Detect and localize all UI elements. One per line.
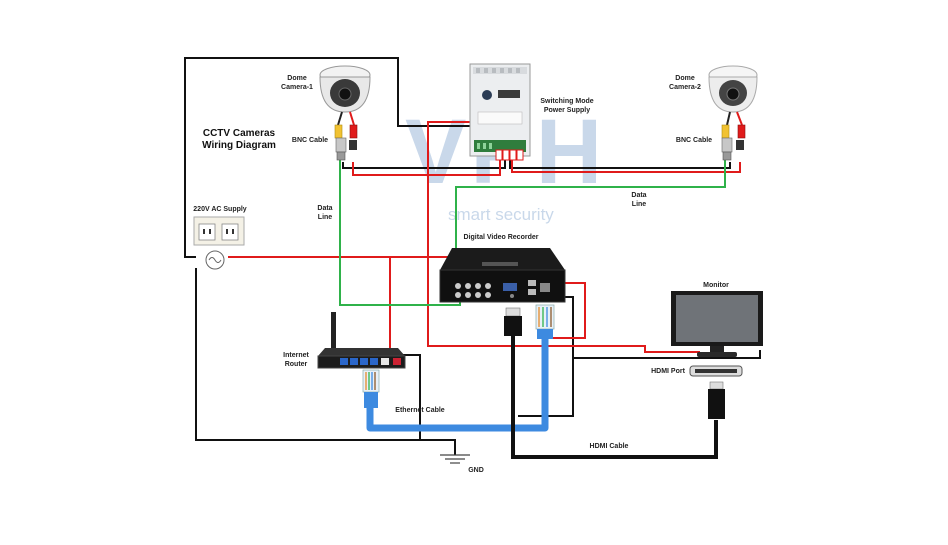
rj45-connector-dvr-icon [535, 304, 555, 339]
power-supply-label: Switching Mode Power Supply [536, 97, 598, 115]
bnc-connector-right-icon [721, 124, 746, 161]
monitor-label: Monitor [703, 282, 729, 289]
gnd-label: GND [468, 467, 484, 474]
dome-camera-2-label-line2: Camera-2 [669, 84, 701, 91]
rj45-connector-router-icon [362, 369, 380, 408]
power-supply-icon [469, 63, 531, 161]
dome-camera-2-label-line1: Dome [675, 75, 695, 82]
diagram-title-line1: CCTV Cameras [202, 128, 276, 139]
data-line-left-label-line1: Data [317, 205, 333, 212]
hdmi-connector-monitor-icon [708, 381, 725, 419]
data-line-right-label-line1: Data [631, 192, 647, 199]
dome-camera-1-label-line2: Camera-1 [281, 84, 313, 91]
monitor-icon [671, 291, 763, 357]
data-line-left-label-line2: Line [317, 214, 333, 221]
dome-camera-1-icon [319, 65, 371, 126]
bnc-connector-left-icon [334, 124, 358, 161]
internet-router-label-line1: Internet [283, 352, 309, 359]
router-icon [317, 312, 406, 369]
dome-camera-2-label: Dome Camera-2 [662, 74, 708, 92]
dvr-label: Digital Video Recorder [463, 234, 539, 241]
dome-camera-1-label-line1: Dome [287, 75, 307, 82]
power-supply-label-line2: Power Supply [543, 107, 591, 114]
dome-camera-1-label: Dome Camera-1 [274, 74, 320, 92]
diagram-title-line2: Wiring Diagram [202, 140, 276, 151]
dvr-icon [439, 248, 566, 303]
bnc-cable-left-label: BNC Cable [291, 137, 329, 144]
data-line-left-label: Data Line [310, 204, 340, 222]
ethernet-cable-path [366, 335, 549, 432]
internet-router-label: Internet Router [276, 351, 316, 369]
hdmi-cable-path [511, 335, 718, 459]
dome-camera-2-icon [708, 65, 758, 126]
ac-supply-label: 220V AC Supply [193, 206, 247, 213]
ethernet-cable-label: Ethernet Cable [395, 407, 445, 414]
hdmi-cable-label: HDMI Cable [589, 443, 629, 450]
bnc-cable-right-label: BNC Cable [675, 137, 713, 144]
diagram-title: CCTV Cameras Wiring Diagram [196, 128, 282, 152]
internet-router-label-line2: Router [284, 361, 308, 368]
data-line-right-label-line2: Line [631, 201, 647, 208]
hdmi-connector-dvr-icon [504, 307, 522, 336]
hdmi-port-icon [689, 365, 743, 377]
power-supply-label-line1: Switching Mode [540, 98, 594, 105]
hdmi-port-label: HDMI Port [651, 368, 685, 375]
data-line-right-label: Data Line [624, 191, 654, 209]
ac-socket-icon [193, 216, 245, 270]
ground-symbol-icon [440, 454, 470, 464]
